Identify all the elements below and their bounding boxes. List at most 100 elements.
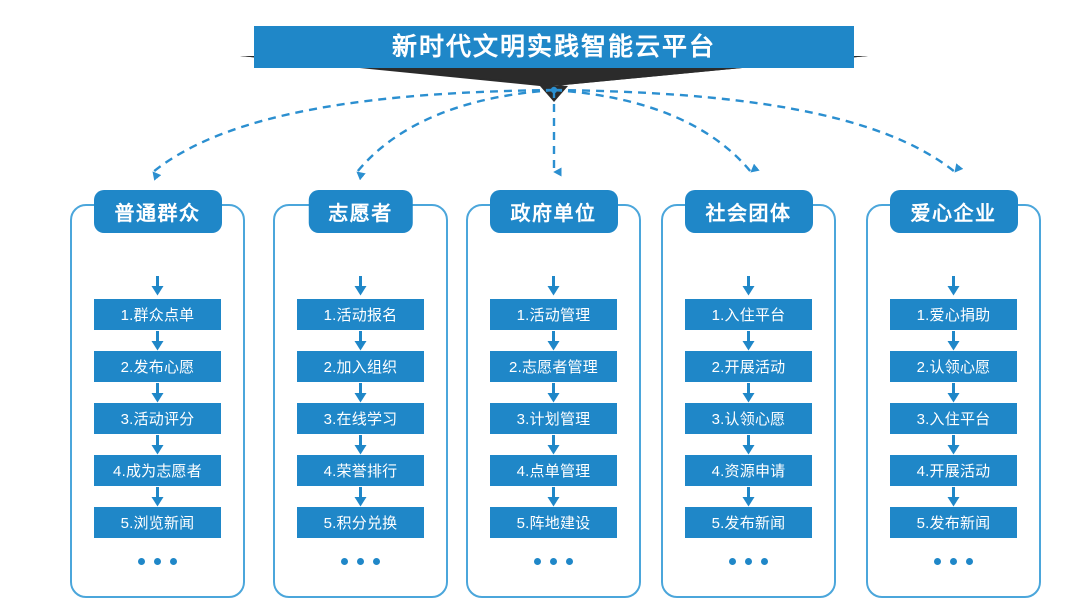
connector-to-col-4 xyxy=(553,88,760,173)
ellipsis-dot xyxy=(934,558,941,565)
step-connector-4-1 xyxy=(742,272,755,299)
step-item-3-1[interactable]: 1.活动管理 xyxy=(490,299,617,330)
step-connector-1-2 xyxy=(151,330,164,351)
step-connector-3-5 xyxy=(547,486,560,507)
step-item-2-4[interactable]: 4.荣誉排行 xyxy=(297,455,424,486)
step-connector-4-2 xyxy=(742,330,755,351)
column-5: 爱心企业 1.爱心捐助 2.认领心愿 3.入住平台 4.开展活动 5.发布新闻 xyxy=(866,190,1041,598)
step-item-3-4[interactable]: 4.点单管理 xyxy=(490,455,617,486)
step-item-2-1[interactable]: 1.活动报名 xyxy=(297,299,424,330)
step-connector-2-4 xyxy=(354,434,367,455)
step-item-3-5[interactable]: 5.阵地建设 xyxy=(490,507,617,538)
step-connector-5-3 xyxy=(947,382,960,403)
step-item-2-5[interactable]: 5.积分兑换 xyxy=(297,507,424,538)
column-steps-5: 1.爱心捐助 2.认领心愿 3.入住平台 4.开展活动 5.发布新闻 xyxy=(866,272,1041,565)
ellipsis-dot xyxy=(534,558,541,565)
step-connector-2-5 xyxy=(354,486,367,507)
column-header-3[interactable]: 政府单位 xyxy=(489,190,618,233)
step-connector-1-4 xyxy=(151,434,164,455)
column-more-ellipsis-3 xyxy=(534,558,573,565)
ellipsis-dot xyxy=(154,558,161,565)
step-item-2-3[interactable]: 3.在线学习 xyxy=(297,403,424,434)
step-item-5-3[interactable]: 3.入住平台 xyxy=(890,403,1017,434)
column-header-1[interactable]: 普通群众 xyxy=(93,190,222,233)
step-item-3-3[interactable]: 3.计划管理 xyxy=(490,403,617,434)
step-item-5-2[interactable]: 2.认领心愿 xyxy=(890,351,1017,382)
down-arrow-icon xyxy=(151,434,164,454)
step-item-5-5[interactable]: 5.发布新闻 xyxy=(890,507,1017,538)
ellipsis-dot xyxy=(966,558,973,565)
ellipsis-dot xyxy=(950,558,957,565)
ellipsis-dot xyxy=(550,558,557,565)
column-4: 社会团体 1.入住平台 2.开展活动 3.认领心愿 4.资源申请 5.发布新闻 xyxy=(661,190,836,598)
column-more-ellipsis-5 xyxy=(934,558,973,565)
ellipsis-dot xyxy=(729,558,736,565)
column-3: 政府单位 1.活动管理 2.志愿者管理 3.计划管理 4.点单管理 5.阵地建设 xyxy=(466,190,641,598)
step-connector-5-2 xyxy=(947,330,960,351)
down-arrow-icon xyxy=(742,382,755,402)
down-arrow-icon xyxy=(547,486,560,506)
connector-to-col-1 xyxy=(152,88,555,181)
step-connector-3-1 xyxy=(547,272,560,299)
ellipsis-dot xyxy=(373,558,380,565)
column-more-ellipsis-1 xyxy=(138,558,177,565)
connector-to-col-2 xyxy=(356,88,555,181)
column-1: 普通群众 1.群众点单 2.发布心愿 3.活动评分 4.成为志愿者 5.浏览新闻 xyxy=(70,190,245,598)
column-header-2[interactable]: 志愿者 xyxy=(308,190,413,233)
step-item-1-4[interactable]: 4.成为志愿者 xyxy=(94,455,221,486)
connector-to-col-5 xyxy=(553,88,964,173)
column-more-ellipsis-2 xyxy=(341,558,380,565)
step-item-4-5[interactable]: 5.发布新闻 xyxy=(685,507,812,538)
step-connector-4-3 xyxy=(742,382,755,403)
ellipsis-dot xyxy=(761,558,768,565)
down-arrow-icon xyxy=(547,275,560,295)
down-arrow-icon xyxy=(947,330,960,350)
ellipsis-dot xyxy=(341,558,348,565)
step-item-4-4[interactable]: 4.资源申请 xyxy=(685,455,812,486)
ellipsis-dot xyxy=(138,558,145,565)
down-arrow-icon xyxy=(151,382,164,402)
step-item-3-2[interactable]: 2.志愿者管理 xyxy=(490,351,617,382)
step-connector-5-1 xyxy=(947,272,960,299)
down-arrow-icon xyxy=(947,434,960,454)
down-arrow-icon xyxy=(151,330,164,350)
down-arrow-icon xyxy=(947,382,960,402)
page-title: 新时代文明实践智能云平台 xyxy=(391,32,716,61)
step-connector-3-3 xyxy=(547,382,560,403)
step-item-4-3[interactable]: 3.认领心愿 xyxy=(685,403,812,434)
step-connector-5-5 xyxy=(947,486,960,507)
down-arrow-icon xyxy=(151,486,164,506)
ellipsis-dot xyxy=(745,558,752,565)
down-arrow-icon xyxy=(547,330,560,350)
step-item-4-2[interactable]: 2.开展活动 xyxy=(685,351,812,382)
down-arrow-icon xyxy=(947,486,960,506)
step-item-1-2[interactable]: 2.发布心愿 xyxy=(94,351,221,382)
step-item-1-1[interactable]: 1.群众点单 xyxy=(94,299,221,330)
step-item-1-3[interactable]: 3.活动评分 xyxy=(94,403,221,434)
step-item-5-1[interactable]: 1.爱心捐助 xyxy=(890,299,1017,330)
down-arrow-icon xyxy=(151,275,164,295)
down-arrow-icon xyxy=(354,275,367,295)
column-header-5[interactable]: 爱心企业 xyxy=(889,190,1018,233)
down-arrow-icon xyxy=(354,382,367,402)
step-item-4-1[interactable]: 1.入住平台 xyxy=(685,299,812,330)
down-arrow-icon xyxy=(947,275,960,295)
step-item-1-5[interactable]: 5.浏览新闻 xyxy=(94,507,221,538)
column-steps-3: 1.活动管理 2.志愿者管理 3.计划管理 4.点单管理 5.阵地建设 xyxy=(466,272,641,565)
step-connector-4-4 xyxy=(742,434,755,455)
step-connector-2-1 xyxy=(354,272,367,299)
down-arrow-icon xyxy=(742,434,755,454)
step-item-2-2[interactable]: 2.加入组织 xyxy=(297,351,424,382)
step-connector-1-1 xyxy=(151,272,164,299)
step-item-5-4[interactable]: 4.开展活动 xyxy=(890,455,1017,486)
step-connector-3-4 xyxy=(547,434,560,455)
column-header-4[interactable]: 社会团体 xyxy=(684,190,813,233)
column-steps-2: 1.活动报名 2.加入组织 3.在线学习 4.荣誉排行 5.积分兑换 xyxy=(273,272,448,565)
down-arrow-icon xyxy=(354,486,367,506)
step-connector-3-2 xyxy=(547,330,560,351)
down-arrow-icon xyxy=(742,486,755,506)
down-arrow-icon xyxy=(547,434,560,454)
column-more-ellipsis-4 xyxy=(729,558,768,565)
down-arrow-icon xyxy=(547,382,560,402)
